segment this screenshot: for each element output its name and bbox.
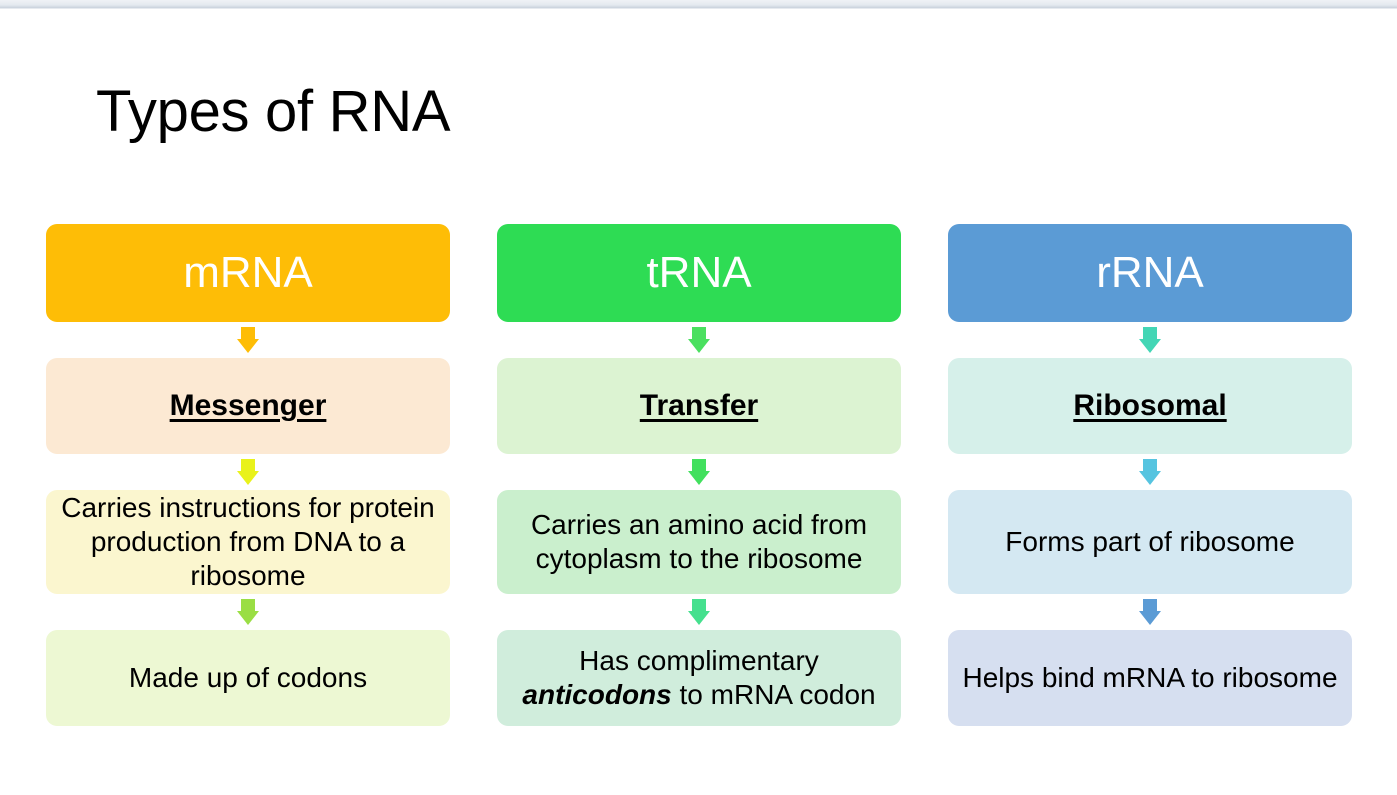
arrow-slot-mrna-2 [46, 454, 450, 490]
column-rrna: rRNA Ribosomal Forms part of ribosome [948, 224, 1352, 726]
arrow-slot-trna-1 [497, 322, 901, 358]
arrow-slot-mrna-3 [46, 594, 450, 630]
arrow-head [237, 611, 259, 625]
header-box-mrna[interactable]: mRNA [46, 224, 450, 322]
arrow-head [1139, 471, 1161, 485]
rna-types-columns: mRNA Messenger Carries instructions for … [46, 224, 1352, 726]
desc-trna-2-prefix: Has complimentary [579, 644, 819, 676]
top-divider [0, 0, 1397, 9]
arrow-stem [692, 459, 706, 472]
down-arrow-icon [237, 459, 259, 485]
arrow-head [237, 471, 259, 485]
desc-box-rrna-1[interactable]: Forms part of ribosome [948, 490, 1352, 594]
desc-box-mrna-2[interactable]: Made up of codons [46, 630, 450, 726]
down-arrow-icon [1139, 459, 1161, 485]
arrow-slot-rrna-3 [948, 594, 1352, 630]
arrow-stem [241, 599, 255, 612]
arrow-stem [1143, 327, 1157, 340]
desc-box-trna-2[interactable]: Has complimentary anticodons to mRNA cod… [497, 630, 901, 726]
arrow-head [688, 339, 710, 353]
column-trna: tRNA Transfer Carries an amino acid from… [497, 224, 901, 726]
name-label-rrna: Ribosomal [1073, 389, 1227, 422]
arrow-slot-rrna-1 [948, 322, 1352, 358]
down-arrow-icon [237, 327, 259, 353]
desc-trna-2-emphasis: anticodons [522, 679, 672, 710]
arrow-head [1139, 611, 1161, 625]
down-arrow-icon [1139, 599, 1161, 625]
desc-box-trna-1[interactable]: Carries an amino acid from cytoplasm to … [497, 490, 901, 594]
arrow-stem [692, 327, 706, 340]
page-title: Types of RNA [96, 79, 451, 144]
arrow-head [688, 611, 710, 625]
desc-trna-2-text: Has complimentary anticodons to mRNA cod… [511, 644, 887, 712]
down-arrow-icon [688, 459, 710, 485]
arrow-stem [1143, 459, 1157, 472]
arrow-slot-trna-3 [497, 594, 901, 630]
down-arrow-icon [688, 599, 710, 625]
arrow-head [688, 471, 710, 485]
arrow-stem [692, 599, 706, 612]
name-box-mrna[interactable]: Messenger [46, 358, 450, 454]
down-arrow-icon [1139, 327, 1161, 353]
desc-box-rrna-2[interactable]: Helps bind mRNA to ribosome [948, 630, 1352, 726]
down-arrow-icon [688, 327, 710, 353]
arrow-stem [241, 327, 255, 340]
arrow-slot-mrna-1 [46, 322, 450, 358]
down-arrow-icon [237, 599, 259, 625]
column-mrna: mRNA Messenger Carries instructions for … [46, 224, 450, 726]
arrow-head [237, 339, 259, 353]
header-box-trna[interactable]: tRNA [497, 224, 901, 322]
desc-trna-2-suffix: to mRNA codon [671, 679, 876, 710]
name-label-mrna: Messenger [169, 389, 327, 422]
name-box-rrna[interactable]: Ribosomal [948, 358, 1352, 454]
arrow-head [1139, 339, 1161, 353]
desc-box-mrna-1[interactable]: Carries instructions for protein product… [46, 490, 450, 594]
name-box-trna[interactable]: Transfer [497, 358, 901, 454]
arrow-slot-rrna-2 [948, 454, 1352, 490]
arrow-stem [241, 459, 255, 472]
arrow-stem [1143, 599, 1157, 612]
header-box-rrna[interactable]: rRNA [948, 224, 1352, 322]
name-label-trna: Transfer [639, 389, 759, 422]
arrow-slot-trna-2 [497, 454, 901, 490]
